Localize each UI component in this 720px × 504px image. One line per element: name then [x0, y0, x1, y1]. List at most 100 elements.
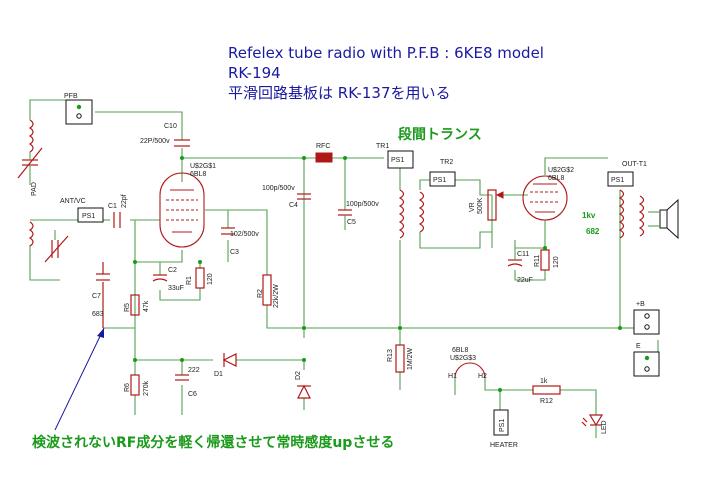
- svg-text:120: 120: [553, 256, 560, 268]
- svg-text:PS1: PS1: [611, 177, 624, 184]
- svg-text:LED: LED: [601, 420, 608, 434]
- svg-text:R11: R11: [534, 255, 541, 267]
- svg-text:6BL8: 6BL8: [548, 175, 564, 182]
- capacitor-c2: C2 33uF: [152, 267, 184, 292]
- note-feedback: 検波されないRF成分を軽く帰還させて常時感度upさせる: [32, 435, 395, 451]
- resistor-r12: 1k R12: [532, 378, 561, 405]
- svg-text:1M/2W: 1M/2W: [407, 347, 414, 370]
- tube-u3-heater: 6BL8 U$2G$3 H1 H2: [448, 347, 487, 380]
- svg-text:102/500v: 102/500v: [230, 231, 259, 238]
- junctions: [133, 156, 622, 392]
- pfb-connector: PFB: [64, 93, 93, 125]
- led-icon: LED: [581, 414, 608, 438]
- svg-text:VR: VR: [469, 202, 476, 212]
- pfb-label: PFB: [64, 93, 78, 100]
- svg-text:HEATER: HEATER: [490, 442, 518, 449]
- svg-text:270k: 270k: [143, 380, 150, 396]
- resistor-r1: R1 120: [186, 267, 214, 289]
- feedback-arrow: [54, 327, 105, 431]
- e-connector: E: [633, 343, 660, 377]
- svg-text:R1: R1: [186, 276, 193, 285]
- svg-text:C2: C2: [168, 267, 177, 274]
- pad-label: PAD: [31, 182, 38, 196]
- note-interstage-transformer: 段間トランス: [398, 127, 482, 143]
- transformer-tr2: PS1 TR2: [418, 159, 456, 233]
- svg-text:PS1: PS1: [499, 419, 506, 432]
- svg-text:22k/2W: 22k/2W: [273, 284, 280, 308]
- diode-d2: D2: [295, 371, 311, 399]
- capacitor-c10: C10 22P/500v: [140, 123, 190, 147]
- capacitor-c6: 222 C6: [175, 367, 200, 398]
- svg-text:C10: C10: [164, 123, 177, 130]
- volume-potentiometer: VR 500K: [469, 189, 504, 221]
- svg-text:222: 222: [188, 367, 200, 374]
- svg-text:H2: H2: [478, 373, 487, 380]
- svg-text:C1: C1: [108, 203, 117, 210]
- svg-text:683: 683: [92, 311, 104, 318]
- svg-text:6BL8: 6BL8: [452, 347, 468, 354]
- svg-text:C3: C3: [230, 249, 239, 256]
- svg-text:1k: 1k: [540, 378, 548, 385]
- svg-text:PS1: PS1: [391, 157, 404, 164]
- svg-text:+B: +B: [636, 301, 645, 308]
- svg-text:D2: D2: [295, 371, 302, 380]
- output-transformer: PS1 OUT-T1 1kv 682: [582, 161, 647, 239]
- ant-vc-label: ANT/VC: [60, 198, 86, 205]
- resistor-r2: R2 22k/2W: [257, 274, 280, 308]
- svg-text:OUT-T1: OUT-T1: [622, 161, 647, 168]
- svg-text:682: 682: [586, 227, 600, 236]
- svg-text:22pf: 22pf: [121, 194, 128, 208]
- svg-text:R2: R2: [257, 289, 264, 298]
- resistor-r11: R11 120: [534, 249, 560, 271]
- resistor-r5: R5 47k: [124, 294, 150, 316]
- pad-coil: PAD: [17, 105, 43, 196]
- capacitor-c5: 100p/500v C5: [338, 201, 379, 230]
- svg-text:U$2G$2: U$2G$2: [548, 167, 574, 174]
- capacitor-c4: 100p/500v C4: [262, 185, 311, 209]
- tube-u2-6bl8: U$2G$2 6BL8: [522, 167, 574, 221]
- svg-text:TR2: TR2: [440, 159, 453, 166]
- svg-text:C11: C11: [517, 251, 529, 258]
- capacitor-c1: C1 22pf: [108, 194, 128, 228]
- ant-vc-connector: PS1 ANT/VC: [60, 198, 104, 223]
- capacitor-c11: C11 22uF: [507, 248, 533, 284]
- diode-d1: D1: [214, 353, 237, 378]
- svg-text:C5: C5: [347, 219, 356, 226]
- svg-text:R12: R12: [540, 398, 553, 405]
- plus-b-connector: +B: [633, 301, 660, 335]
- svg-text:120: 120: [207, 273, 214, 285]
- title-line-3: 平滑回路基板は RK-137を用いる: [228, 84, 451, 102]
- svg-text:6BL8: 6BL8: [190, 171, 206, 178]
- svg-text:U$2G$3: U$2G$3: [450, 355, 476, 362]
- svg-text:PS1: PS1: [433, 177, 446, 184]
- svg-text:R5: R5: [124, 303, 131, 312]
- svg-text:D1: D1: [214, 371, 223, 378]
- svg-text:E: E: [636, 343, 641, 350]
- rfc-choke: RFC: [315, 143, 333, 163]
- svg-text:100p/500v: 100p/500v: [346, 201, 379, 208]
- svg-text:R6: R6: [124, 383, 131, 392]
- svg-text:C7: C7: [92, 293, 101, 300]
- heater-connector: PS1 HEATER: [490, 409, 518, 449]
- svg-text:PS1: PS1: [82, 213, 95, 220]
- speaker-icon: [648, 198, 679, 240]
- svg-text:22uF: 22uF: [517, 277, 533, 284]
- svg-text:22P/500v: 22P/500v: [140, 138, 170, 145]
- antenna-coil: [28, 221, 69, 263]
- transformer-tr1: PS1 TR1: [376, 143, 414, 239]
- resistor-r13: R13 1M/2W: [387, 344, 414, 373]
- svg-text:U$2G$1: U$2G$1: [190, 163, 216, 170]
- svg-text:1kv: 1kv: [582, 211, 596, 220]
- svg-text:RFC: RFC: [316, 143, 330, 150]
- svg-text:47k: 47k: [143, 300, 150, 312]
- wires: [29, 99, 659, 415]
- svg-text:C6: C6: [188, 391, 197, 398]
- svg-text:33uF: 33uF: [168, 285, 184, 292]
- svg-text:TR1: TR1: [376, 143, 389, 150]
- svg-text:100p/500v: 100p/500v: [262, 185, 295, 192]
- capacitor-c7: C7 683: [92, 262, 110, 328]
- capacitor-c3: 102/500v C3: [221, 227, 259, 256]
- svg-text:R13: R13: [387, 349, 394, 362]
- svg-text:C4: C4: [289, 202, 298, 209]
